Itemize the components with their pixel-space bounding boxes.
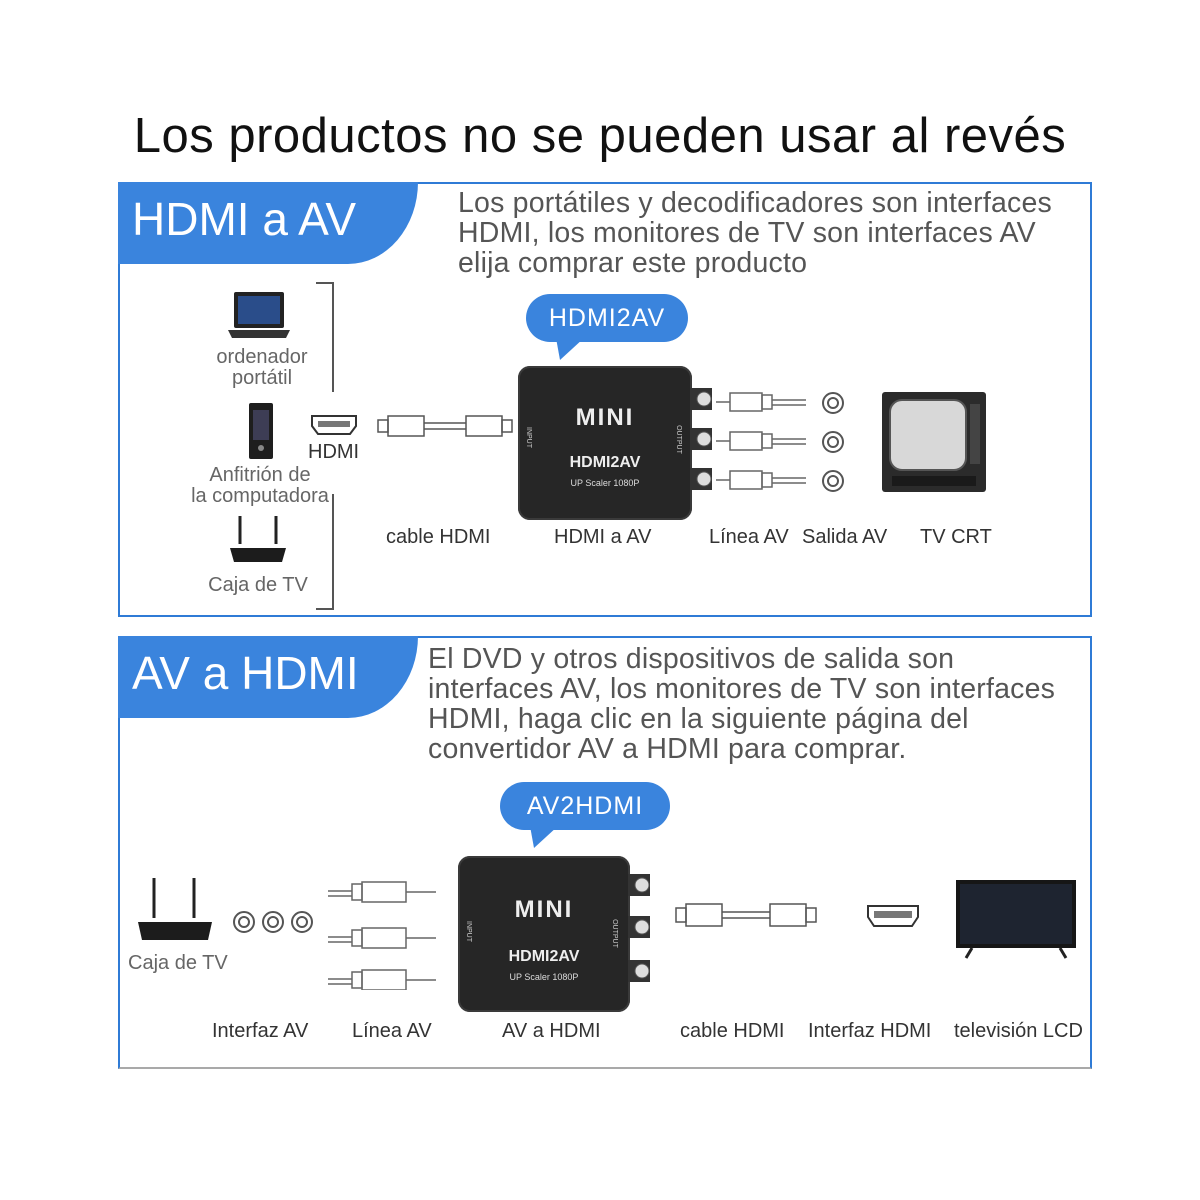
hdmi-port-icon xyxy=(311,415,357,435)
lcd-tv-icon xyxy=(956,880,1076,959)
av-interface-jacks-icon xyxy=(233,911,313,933)
output-label: OUTPUT xyxy=(610,919,618,948)
av-output-jacks-icon xyxy=(822,392,844,492)
host-label: Anfitrión de la computadora xyxy=(191,464,329,507)
router-icon xyxy=(138,878,212,940)
input-label: INPUT xyxy=(465,921,472,942)
hdmi-cable-icon xyxy=(377,415,513,437)
description-line: Los portátiles y decodificadores son int… xyxy=(458,187,1052,219)
output-label: OUTPUT xyxy=(674,425,682,454)
device-brand: MINI xyxy=(575,404,635,431)
av-cable-icon xyxy=(716,392,806,490)
description-line: HDMI, los monitores de TV son interfaces… xyxy=(458,217,1036,249)
panel-tab-av-to-hdmi: AV a HDMI xyxy=(118,636,418,718)
product-bubble: HDMI2AV xyxy=(526,294,688,360)
description-line: elija comprar este producto xyxy=(458,247,808,279)
product-bubble: AV2HDMI xyxy=(500,782,670,848)
crt-tv-icon xyxy=(882,392,986,492)
av-cable-icon xyxy=(328,881,436,990)
av-line-label: Línea AV xyxy=(352,1020,432,1042)
hdmi-interface-label: Interfaz HDMI xyxy=(808,1020,932,1042)
source-bracket xyxy=(316,494,334,610)
hdmi-to-av-panel: HDMI a AV Los portátiles y decodificador… xyxy=(118,182,1092,617)
description-line: convertidor AV a HDMI para comprar. xyxy=(428,733,907,765)
device-model: HDMI2AV xyxy=(569,454,641,471)
laptop-icon xyxy=(228,292,290,338)
converter-device: MINI HDMI2AV UP Scaler 1080P INPUT OUTPU… xyxy=(518,366,692,520)
hdmi-cable-icon xyxy=(675,903,817,927)
av-output-label: Salida AV xyxy=(802,526,888,548)
panel-description: Los portátiles y decodificadores son int… xyxy=(458,188,1052,278)
device-subtitle: UP Scaler 1080P xyxy=(570,478,640,488)
hdmi-port-icon xyxy=(867,905,919,927)
hdmi-to-av-label: HDMI a AV xyxy=(554,526,652,548)
av-to-hdmi-label: AV a HDMI xyxy=(502,1020,601,1042)
cable-hdmi-label: cable HDMI xyxy=(680,1020,785,1042)
rca-jack-icons xyxy=(690,388,712,490)
tvbox-label: Caja de TV xyxy=(208,574,308,596)
device-brand: MINI xyxy=(514,896,574,923)
description-line: HDMI, haga clic en la siguiente página d… xyxy=(428,703,969,735)
page-title: Los productos no se pueden usar al revés xyxy=(133,109,1067,163)
tvbox-label: Caja de TV xyxy=(128,952,228,974)
device-model: HDMI2AV xyxy=(508,948,580,965)
description-line: interfaces AV, los monitores de TV son i… xyxy=(428,673,1056,705)
hdmi-port-label: HDMI xyxy=(308,441,360,463)
rca-jack-icons xyxy=(628,874,650,982)
panel-tab-hdmi-to-av: HDMI a AV xyxy=(118,182,418,264)
av-line-label: Línea AV xyxy=(709,526,789,548)
laptop-label: ordenador portátil xyxy=(216,346,308,389)
av-to-hdmi-panel: AV a HDMI El DVD y otros dispositivos de… xyxy=(118,636,1092,1069)
av-interface-label: Interfaz AV xyxy=(212,1020,309,1042)
input-label: INPUT xyxy=(525,427,532,448)
router-icon xyxy=(230,516,286,562)
lcd-tv-label: televisión LCD xyxy=(954,1020,1083,1042)
source-bracket xyxy=(316,282,334,392)
panel-description: El DVD y otros dispositivos de salida so… xyxy=(428,644,1055,764)
converter-device: MINI HDMI2AV UP Scaler 1080P INPUT OUTPU… xyxy=(458,856,630,1012)
cable-hdmi-label: cable HDMI xyxy=(386,526,491,548)
description-line: El DVD y otros dispositivos de salida so… xyxy=(428,643,955,675)
device-subtitle: UP Scaler 1080P xyxy=(509,972,579,982)
crt-tv-label: TV CRT xyxy=(920,526,992,548)
computer-tower-icon xyxy=(249,403,273,459)
